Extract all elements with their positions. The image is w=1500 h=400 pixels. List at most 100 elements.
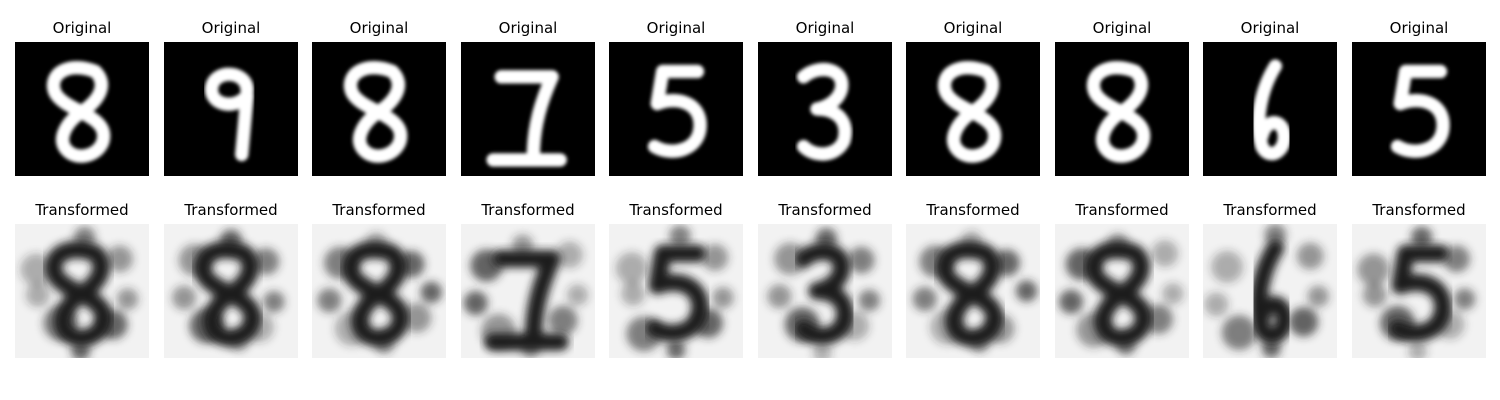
panel-image: [906, 42, 1040, 176]
transformed-digit-image: [1055, 224, 1189, 358]
panel-title: Transformed: [1075, 201, 1169, 219]
noise-blotch: [812, 343, 832, 358]
noise-blotch: [463, 291, 488, 316]
noise-blotch: [621, 281, 646, 306]
digit-stroke: [794, 242, 854, 345]
panel-title: Transformed: [481, 201, 575, 219]
digit-stroke: [486, 70, 567, 167]
transformed-digit-image: [164, 224, 298, 358]
noise-blotch: [548, 305, 578, 336]
transformed-digit-image: [758, 224, 892, 358]
panel-title: Original: [498, 19, 558, 37]
noise-blotch: [774, 242, 807, 275]
noise-blotch: [263, 291, 285, 313]
noise-blotch: [1211, 250, 1244, 283]
noise-blotches: [1204, 224, 1329, 358]
panel-image: [15, 42, 149, 176]
noise-blotch: [1261, 339, 1281, 358]
digit-stroke: [645, 244, 709, 342]
digit-stroke: [647, 64, 707, 158]
panel-image: [609, 224, 743, 358]
panel-title: Transformed: [332, 201, 426, 219]
noise-blotch: [1204, 292, 1229, 317]
digit-image: [609, 42, 743, 176]
panel-title: Original: [1389, 19, 1449, 37]
digit-stroke: [44, 241, 113, 347]
panel-title: Transformed: [1223, 201, 1317, 219]
noise-blotch: [420, 281, 442, 304]
noise-blotch: [701, 244, 729, 271]
transformed-digit-image: [906, 224, 1040, 358]
panel-image: [164, 42, 298, 176]
digit-stroke: [1250, 239, 1293, 345]
digit-image: [312, 42, 446, 176]
panel-image: [312, 224, 446, 358]
digit-image: [758, 42, 892, 176]
panel-image: [906, 224, 1040, 358]
panel-title: Transformed: [926, 201, 1020, 219]
digit-stroke: [935, 241, 1004, 347]
noise-blotch: [1296, 242, 1324, 270]
noise-blotch: [712, 286, 734, 309]
panel-image: [1203, 42, 1337, 176]
noise-blotch: [1059, 289, 1084, 314]
noise-blotch: [20, 253, 53, 286]
digit-stroke: [1390, 64, 1450, 158]
noise-blotch: [172, 285, 197, 310]
digit-image: [1055, 42, 1189, 176]
panel-title: Original: [201, 19, 261, 37]
noise-blotch: [858, 289, 880, 312]
panel-title: Original: [52, 19, 112, 37]
digit-stroke: [341, 241, 410, 347]
noise-blotch: [847, 246, 875, 274]
noise-blotch: [1162, 282, 1184, 305]
digit-stroke: [484, 250, 569, 351]
noise-blotch: [25, 282, 50, 308]
digit-image: [164, 42, 298, 176]
panel-image: [1055, 224, 1189, 358]
panel-title: Transformed: [1372, 201, 1466, 219]
digit-stroke: [343, 61, 408, 163]
transformed-digit-image: [15, 224, 149, 358]
transformed-digit-image: [1352, 224, 1486, 358]
panel-image: [609, 42, 743, 176]
panel-image: [1203, 224, 1337, 358]
noise-blotch: [767, 284, 792, 309]
transformed-digit-image: [312, 224, 446, 358]
noise-blotch: [556, 241, 583, 269]
panel-image: [758, 224, 892, 358]
panel-image: [1352, 224, 1486, 358]
panel-image: [312, 42, 446, 176]
noise-blotch: [566, 284, 589, 306]
noise-blotch: [317, 288, 342, 313]
panel-image: [758, 42, 892, 176]
digit-stroke: [1388, 244, 1452, 342]
noise-blotch: [116, 288, 139, 310]
digit-stroke: [937, 61, 1002, 163]
noise-blotch: [1453, 288, 1476, 310]
panel-title: Transformed: [184, 201, 278, 219]
noise-blotch: [666, 340, 686, 358]
noise-blotch: [912, 286, 937, 312]
transformed-digit-image: [1203, 224, 1337, 358]
panel-title: Original: [795, 19, 855, 37]
noise-blotch: [1151, 240, 1179, 267]
panel-image: [461, 224, 595, 358]
panel-image: [15, 224, 149, 358]
noise-blotch: [1288, 307, 1319, 337]
panel-title: Original: [1092, 19, 1152, 37]
noise-blotch: [1264, 224, 1287, 246]
digit-image: [15, 42, 149, 176]
noise-blotch: [1221, 315, 1257, 350]
noise-blotch: [1408, 341, 1428, 358]
digit-stroke: [193, 241, 262, 347]
noise-blotch: [401, 303, 432, 333]
digit-image: [461, 42, 595, 176]
panel-title: Original: [349, 19, 409, 37]
noise-blotch: [1015, 280, 1038, 302]
digit-stroke: [1084, 241, 1153, 347]
panel-image: [461, 42, 595, 176]
digit-image: [1352, 42, 1486, 176]
noise-blotch: [1357, 253, 1390, 286]
